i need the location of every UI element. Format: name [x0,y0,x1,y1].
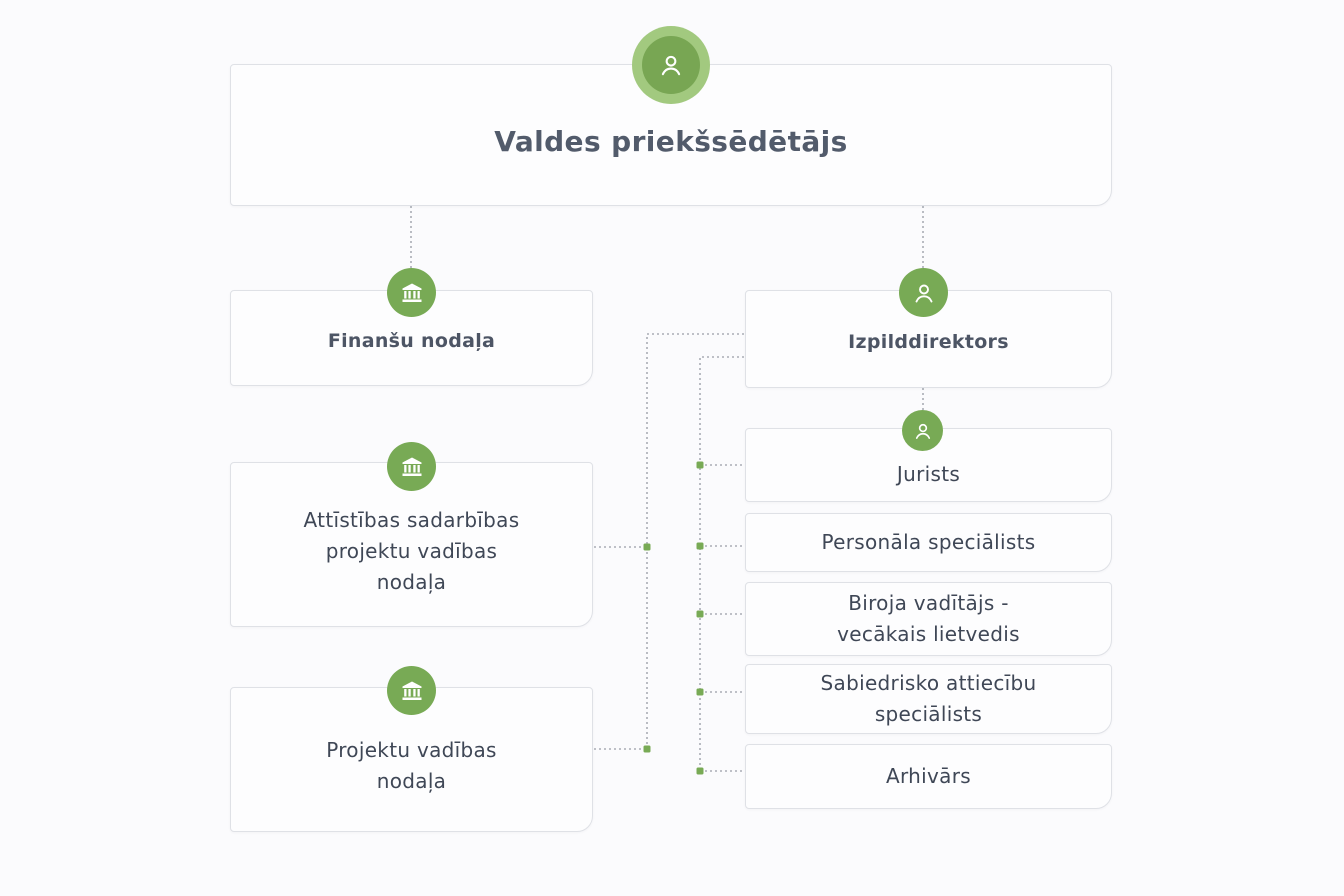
connector-node [643,745,651,753]
staff-card-public-relations[interactable]: Sabiedrisko attiecību speciālists [745,664,1112,734]
staff-label: Sabiedrisko attiecību speciālists [820,671,1037,726]
staff-card-archivist[interactable]: Arhivārs [745,744,1112,809]
root-node-title: Valdes priekšsēdētājs [494,124,848,158]
bank-icon [387,268,436,317]
staff-card-office-manager[interactable]: Biroja vadītājs - vecākais lietvedis [745,582,1112,656]
connector-node [696,610,704,618]
bank-icon [387,442,436,491]
connector-node [696,688,704,696]
department-label: Finanšu nodaļa [327,330,496,352]
connector-node [643,543,651,551]
staff-label: Biroja vadītājs - vecākais lietvedis [837,591,1020,646]
connector-node [696,767,704,775]
connector-node [696,461,704,469]
connector-executive-staff-trunk [699,356,744,771]
staff-label: Jurists [896,461,961,486]
staff-card-personnel[interactable]: Personāla speciālists [745,513,1112,572]
person-icon [902,410,943,451]
staff-label: Personāla speciālists [821,530,1036,554]
person-icon [642,36,700,94]
department-label: Attīstības sadarbības projektu vadības n… [303,508,520,594]
department-label: Projektu vadības nodaļa [326,737,497,793]
staff-label: Arhivārs [886,764,971,788]
executive-label: Izpilddirektors [848,331,1009,353]
person-icon [899,268,948,317]
connector-executive-left-trunk [646,333,744,749]
connector-node [696,542,704,550]
bank-icon [387,666,436,715]
